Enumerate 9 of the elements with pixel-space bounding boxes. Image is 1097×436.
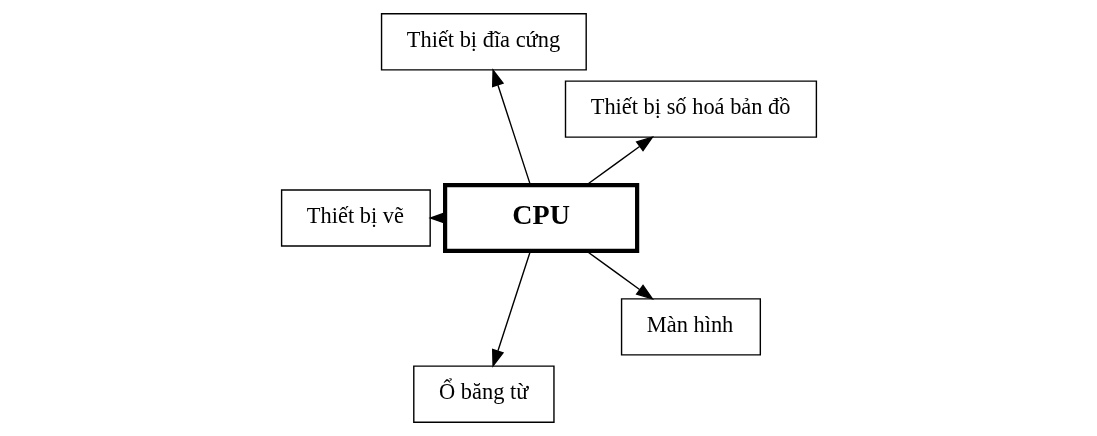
- arrow: [491, 68, 531, 186]
- arrow: [585, 250, 654, 301]
- node-box: Ổ băng từ: [412, 365, 555, 423]
- node-box: Màn hình: [620, 298, 761, 356]
- node-box: Thiết bị số hoá bản đồ: [564, 80, 817, 138]
- arrow: [491, 250, 531, 368]
- arrow: [585, 135, 654, 186]
- node-box: Thiết bị đĩa cứng: [380, 13, 587, 71]
- node-box: Thiết bị vẽ: [280, 189, 431, 247]
